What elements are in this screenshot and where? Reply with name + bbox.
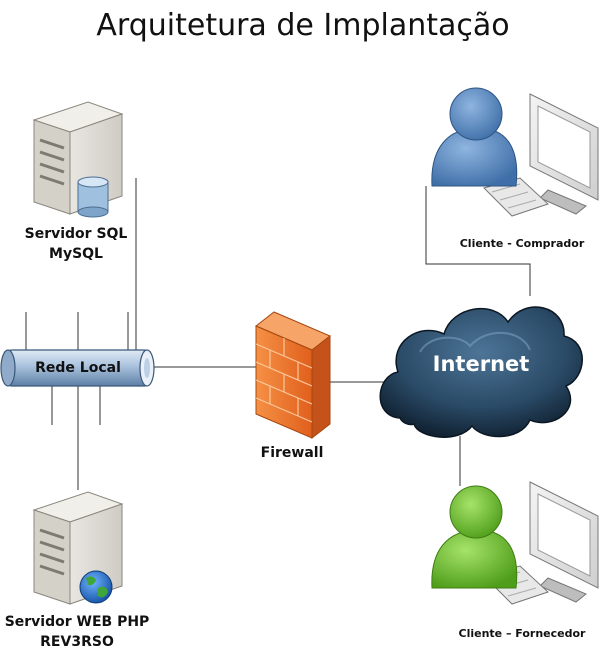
connection-lines [25, 178, 531, 490]
database-icon [77, 176, 109, 218]
person-icon [431, 485, 518, 589]
person-icon [431, 87, 518, 187]
cloud-icon [379, 306, 583, 438]
internet-label: Internet [432, 352, 530, 376]
supplier-label: Cliente – Fornecedor [458, 627, 586, 640]
globe-icon [79, 570, 113, 604]
monitor-icon [529, 481, 599, 603]
buyer-label: Cliente - Comprador [459, 237, 585, 250]
web-server-label: Servidor WEB PHP REV3RSO [0, 612, 154, 652]
server-database-icon [32, 101, 124, 218]
line-buyer-to-internet [425, 186, 531, 296]
monitor-icon [529, 93, 599, 215]
diagram-title: Arquitetura de Implantação [96, 8, 510, 43]
web-server-app: REV3RSO [40, 634, 114, 650]
sql-server-db: MySQL [49, 246, 103, 262]
server-globe-icon [32, 491, 124, 605]
lan-label: Rede Local [35, 360, 121, 376]
web-server-name: Servidor WEB PHP [4, 614, 150, 630]
firewall-label: Firewall [260, 445, 324, 461]
user-computer-icon [431, 87, 599, 217]
user-computer-icon [431, 481, 599, 605]
sql-server-name: Servidor SQL [24, 226, 128, 242]
firewall-brick-icon [255, 311, 331, 440]
sql-server-label: Servidor SQL MySQL [6, 224, 146, 264]
network-bus-icon [0, 349, 155, 387]
